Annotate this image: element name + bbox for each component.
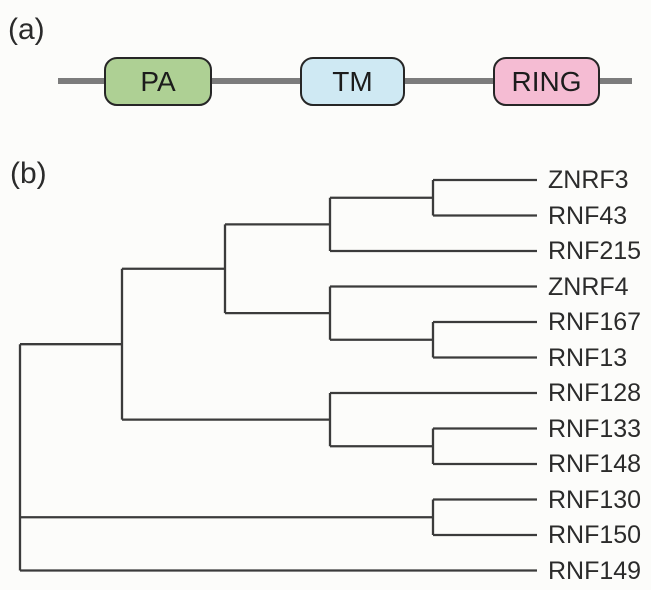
- taxon-label-rnf13: RNF13: [548, 343, 628, 372]
- taxon-label-rnf167: RNF167: [548, 308, 642, 336]
- panel-a-label: (a): [8, 13, 45, 46]
- domain-label-ring: RING: [511, 65, 582, 97]
- taxon-label-rnf148: RNF148: [548, 450, 642, 478]
- domain-label-tm: TM: [332, 65, 373, 97]
- taxon-label-rnf133: RNF133: [548, 414, 642, 443]
- taxon-label-rnf149: RNF149: [548, 556, 642, 585]
- taxon-label-rnf130: RNF130: [548, 485, 642, 514]
- domain-box-ring: RING: [493, 57, 600, 106]
- taxon-label-rnf128: RNF128: [548, 379, 642, 407]
- panel-b-label: (b): [10, 157, 47, 190]
- taxon-label-rnf215: RNF215: [548, 237, 642, 265]
- taxon-label-znrf3: ZNRF3: [548, 166, 629, 194]
- taxon-label-znrf4: ZNRF4: [548, 272, 629, 301]
- taxon-label-rnf43: RNF43: [548, 201, 628, 230]
- domain-label-pa: PA: [140, 65, 176, 97]
- domain-box-pa: PA: [104, 57, 212, 106]
- taxon-label-rnf150: RNF150: [548, 521, 642, 549]
- domain-box-tm: TM: [300, 57, 405, 106]
